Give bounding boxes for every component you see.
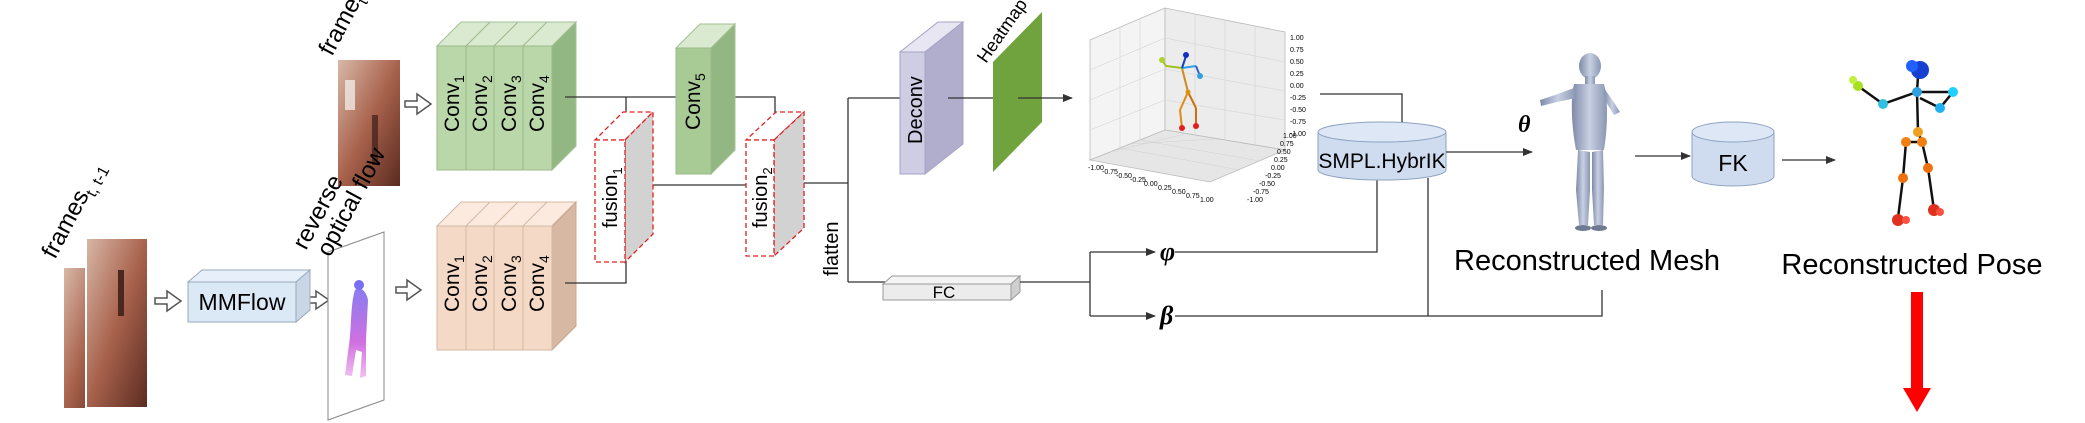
lower-conv2-label: Conv2: [469, 255, 495, 312]
fk-label: FK: [1718, 150, 1748, 176]
fusion1-block: fusion1: [593, 110, 655, 264]
reconstructed-pose-title: Reconstructed Pose: [1781, 249, 2042, 281]
upper-conv4-label: Conv4: [526, 75, 552, 132]
pose-skeleton: [1849, 60, 1958, 226]
svg-text:-1.00: -1.00: [1247, 197, 1263, 204]
theta-symbol: θ: [1518, 112, 1531, 138]
svg-text:0.00: 0.00: [1271, 165, 1285, 172]
svg-text:-1.00: -1.00: [1088, 165, 1104, 172]
svg-text:0.75: 0.75: [1290, 47, 1304, 54]
plot-to-smpl-connector: [1320, 93, 1403, 128]
upper-conv1-label: Conv1: [441, 75, 467, 132]
frames-t-t1-image: [64, 237, 149, 409]
hollow-arrow-flow: [395, 278, 423, 302]
svg-text:0.75: 0.75: [1280, 141, 1294, 148]
beta-symbol: β: [1159, 301, 1174, 330]
fusion2-block: fusion2: [744, 110, 806, 258]
svg-text:1.00: 1.00: [1200, 197, 1214, 204]
svg-text:-0.75: -0.75: [1102, 169, 1118, 176]
fc-outputs: [1020, 178, 1603, 320]
svg-text:-0.50: -0.50: [1116, 173, 1132, 180]
fc-label: FC: [933, 283, 956, 302]
svg-text:0.25: 0.25: [1290, 71, 1304, 78]
fk-cylinder: FK: [1691, 121, 1775, 187]
lower-conv3-label: Conv3: [498, 255, 524, 312]
svg-text:-0.25: -0.25: [1130, 177, 1146, 184]
lower-conv1-label: Conv1: [441, 255, 467, 312]
svg-text:0.50: 0.50: [1290, 59, 1304, 66]
svg-text:0.50: 0.50: [1277, 149, 1291, 156]
conv5-block: Conv5: [674, 22, 737, 176]
svg-text:0.50: 0.50: [1172, 189, 1186, 196]
svg-text:-0.75: -0.75: [1290, 119, 1306, 126]
smpl-hybrik-cylinder: SMPL.HybrIK: [1317, 121, 1447, 181]
fusion1-label: fusion1: [600, 167, 625, 228]
smpl-label: SMPL.HybrIK: [1318, 150, 1445, 173]
mmflow-label: MMFlow: [199, 289, 286, 315]
svg-text:-0.75: -0.75: [1253, 189, 1269, 196]
upper-conv2-label: Conv2: [469, 75, 495, 132]
hollow-arrow-frame-t: [404, 92, 433, 116]
deconv-block: Deconv: [898, 20, 965, 176]
plot-zticks: 1.00 0.75 0.50 0.25 0.00 -0.25 -0.50 -0.…: [1290, 35, 1306, 138]
plot-yticks: 1.00 0.75 0.50 0.25 0.00 -0.25 -0.50 -0.…: [1247, 133, 1297, 204]
lower-conv-stack: Conv1 Conv2 Conv3 Conv4: [435, 200, 578, 352]
lower-conv4-label: Conv4: [526, 255, 552, 312]
skeleton-3d-plot: [1088, 7, 1287, 183]
svg-text:0.00: 0.00: [1144, 181, 1158, 188]
fc-block: FC: [881, 274, 1022, 302]
plot-xticks: -1.00 -0.75 -0.50 -0.25 0.00 0.25 0.50 0…: [1088, 165, 1214, 204]
svg-text:1.00: 1.00: [1283, 133, 1297, 140]
svg-text:0.00: 0.00: [1290, 83, 1304, 90]
heatmap-block: [993, 12, 1042, 172]
svg-text:0.25: 0.25: [1274, 157, 1288, 164]
frame-t-image: [338, 60, 400, 186]
svg-text:0.75: 0.75: [1186, 193, 1200, 200]
svg-text:-0.50: -0.50: [1259, 181, 1275, 188]
fusion2-label: fusion2: [750, 167, 775, 228]
upper-conv-stack: Conv1 Conv2 Conv3 Conv4: [435, 20, 578, 172]
svg-text:0.25: 0.25: [1158, 185, 1172, 192]
conv5-label: Conv5: [682, 73, 708, 130]
mmflow-block: MMFlow: [186, 268, 312, 324]
svg-text:1.00: 1.00: [1290, 35, 1304, 42]
optical-flow-image: [327, 231, 385, 421]
svg-text:-0.50: -0.50: [1290, 107, 1306, 114]
svg-text:-0.25: -0.25: [1265, 173, 1281, 180]
deconv-label: Deconv: [905, 76, 927, 144]
flatten-label: flatten: [821, 222, 843, 276]
reconstructed-mesh-title: Reconstructed Mesh: [1454, 245, 1720, 277]
frame-t-label: framet: [313, 0, 372, 62]
svg-text:-1.00: -1.00: [1290, 131, 1306, 138]
down-arrow-icon: [1903, 292, 1931, 412]
hollow-arrow-frames: [154, 289, 183, 313]
upper-conv3-label: Conv3: [498, 75, 524, 132]
phi-symbol: φ: [1160, 237, 1175, 266]
svg-text:-0.25: -0.25: [1290, 95, 1306, 102]
mesh-figure: [1540, 53, 1620, 231]
